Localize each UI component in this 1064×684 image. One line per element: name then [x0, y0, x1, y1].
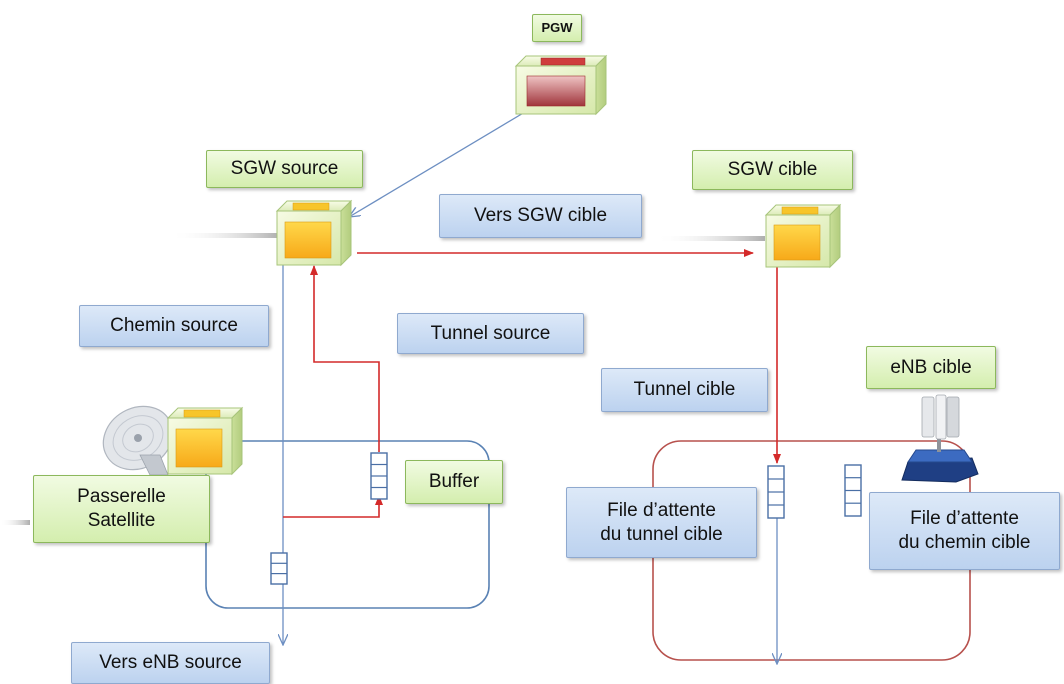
sgw-cible-label: SGW cible: [692, 150, 853, 190]
pgw-node-icon: [514, 54, 608, 116]
vers-enb-source-label: Vers eNB source: [71, 642, 270, 684]
sgw-node-icon: [275, 199, 353, 267]
pgw-label: PGW: [532, 14, 582, 42]
sgw-source-label: SGW source: [206, 150, 363, 188]
sgw-node-icon: [764, 203, 842, 269]
passerelle-satellite-label: Passerelle Satellite: [33, 475, 210, 543]
path-to-buffer-arrow: [283, 495, 383, 518]
chemin-source-label: Chemin source: [79, 305, 269, 347]
file-attente-chemin-cible-label: File d’attente du chemin cible: [869, 492, 1060, 570]
enb-cible-label: eNB cible: [866, 346, 996, 389]
tunnel-source-label: Tunnel source: [397, 313, 584, 354]
vers-sgw-cible-label: Vers SGW cible: [439, 194, 642, 238]
queue-icon: [370, 452, 388, 500]
tunnel-cible-label: Tunnel cible: [601, 368, 768, 412]
file-attente-tunnel-cible-label: File d’attente du tunnel cible: [566, 487, 757, 558]
sgw-source-shadow: [170, 233, 280, 238]
pgw-to-sgw-source-link: [349, 111, 526, 217]
tunnel-source-arrow: [310, 265, 380, 452]
passerelle-shadow: [0, 520, 30, 525]
buffer-label: Buffer: [405, 460, 503, 504]
queue-icon: [844, 464, 862, 517]
sgw-node-icon: [166, 406, 244, 476]
sgw-cible-shadow: [655, 236, 765, 241]
satellite-dish-icon: [102, 405, 174, 476]
antenna-icon: [901, 394, 979, 483]
queue-icon: [767, 465, 785, 519]
queue-icon: [270, 552, 288, 585]
